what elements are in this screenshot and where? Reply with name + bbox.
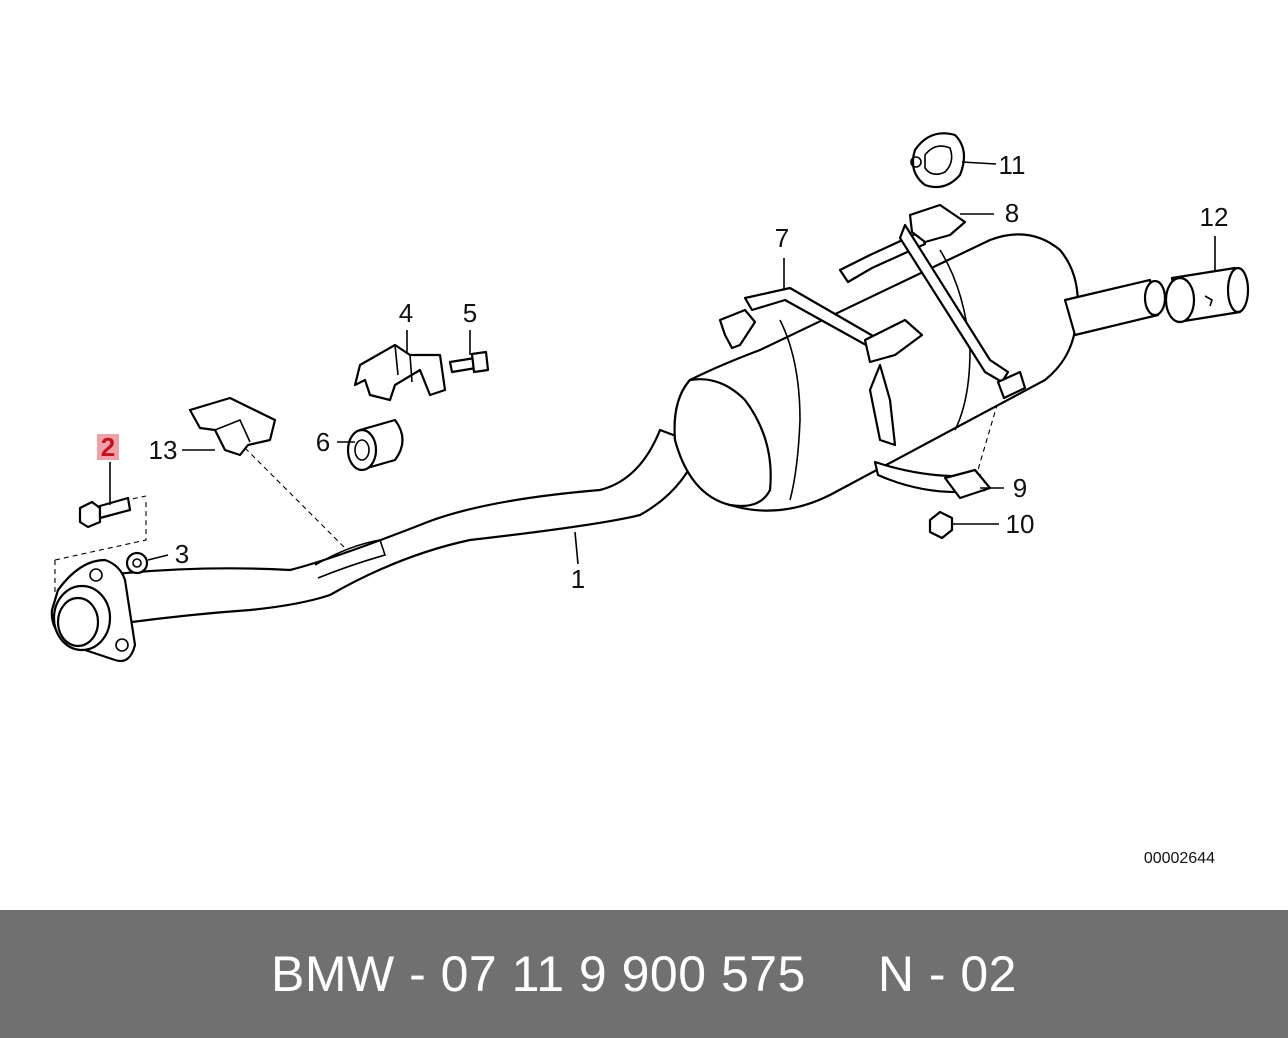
callout-5: 5 [463,298,477,328]
reference-number: 00002644 [1144,850,1215,867]
bolt [78,496,132,529]
bracket [353,343,447,402]
callout-6: 6 [316,427,330,457]
tailpipe-trim [1164,266,1250,324]
clamp-strap-rear [838,203,1027,400]
gasket [910,132,966,189]
callout-3: 3 [175,539,189,569]
callout-11: 11 [999,150,1026,180]
callout-highlight [97,434,119,460]
callout-2: 2 [101,432,115,462]
screw [448,350,490,374]
support-bracket [188,396,277,457]
leader-lines [109,161,1216,565]
tail-pipe [1063,278,1167,337]
callout-12: 12 [1200,202,1229,232]
callout-7: 7 [775,223,789,253]
lock-nut [928,510,954,540]
lower-strap [873,460,992,500]
callout-4: 4 [399,298,413,328]
rubber-ring [346,418,404,472]
inlet-flange [50,558,137,663]
callout-1: 1 [571,564,585,594]
footer-bar: BMW - 07 11 9 900 575 N - 02 [0,910,1288,1038]
callout-13: 13 [149,435,178,465]
nut [125,551,149,575]
callout-9: 9 [1013,473,1027,503]
front-pipe [103,412,720,627]
callout-10: 10 [1006,509,1035,539]
callout-8: 8 [1005,198,1019,228]
part-number-caption: BMW - 07 11 9 900 575 N - 02 [271,946,1017,1002]
